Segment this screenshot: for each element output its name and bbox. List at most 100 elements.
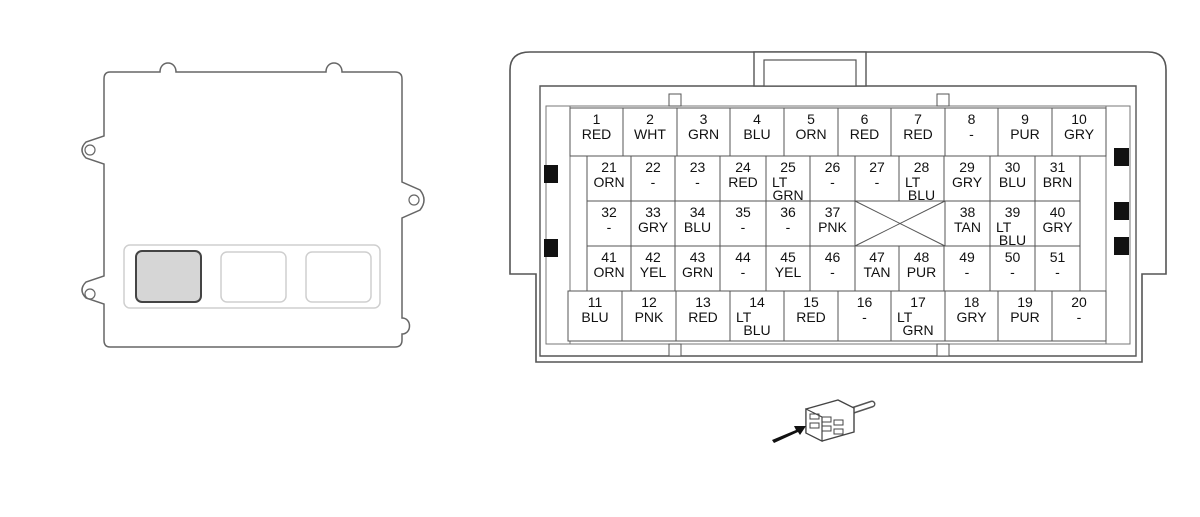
- pin-number: 42: [645, 249, 661, 265]
- connector-shell-outline: [509, 51, 1167, 363]
- pin-number: 41: [601, 249, 617, 265]
- pin-number: 12: [641, 294, 657, 310]
- connector-guide-tab: [668, 343, 682, 357]
- pin-wire-color: RED: [796, 309, 826, 325]
- pin-wire-color: BLU: [908, 187, 935, 203]
- connector-view-icon: [772, 399, 876, 443]
- pin-wire-color: GRN: [688, 126, 719, 142]
- pin-cell: 23-: [674, 155, 721, 202]
- pin-wire-color: -: [786, 219, 791, 235]
- pin-cell: 51-: [1034, 245, 1081, 292]
- ecu-connector-a-highlighted[interactable]: [135, 250, 202, 303]
- pin-cell-border: [837, 290, 892, 342]
- pin-cell-border: [1034, 200, 1081, 247]
- pin-cell-border: [783, 290, 839, 342]
- pin-cell: 35-: [719, 200, 767, 247]
- plug-cavity: [833, 419, 844, 426]
- pin-wire-color: GRY: [1042, 219, 1073, 235]
- pin-cell-border: [630, 200, 676, 247]
- pin-cell-border: [890, 290, 946, 342]
- pin-wire-color: PNK: [818, 219, 847, 235]
- pin-wire-color: GRY: [952, 174, 983, 190]
- pin-number: 32: [601, 204, 617, 220]
- pin-cell-border: [586, 155, 632, 202]
- pin-number: 3: [700, 111, 708, 127]
- pin-number: 29: [959, 159, 975, 175]
- pin-wire-color: GRY: [1064, 126, 1095, 142]
- pin-number: 28: [914, 159, 930, 175]
- pin-wire-color: -: [741, 219, 746, 235]
- pin-number: 7: [914, 111, 922, 127]
- pin-number: 15: [803, 294, 819, 310]
- pin-wire-color: -: [965, 264, 970, 280]
- pin-number: 17: [910, 294, 926, 310]
- ecu-connector-c[interactable]: [305, 251, 372, 303]
- pin-cell-border: [674, 155, 721, 202]
- pin-number: 24: [735, 159, 751, 175]
- pin-wire-color: GRN: [902, 322, 933, 338]
- pin-wire-color: ORN: [795, 126, 826, 142]
- pin-wire-color: LT: [736, 309, 752, 325]
- pin-number: 20: [1071, 294, 1087, 310]
- pin-wire-color: LT: [996, 219, 1012, 235]
- pin-wire-color: BLU: [581, 309, 608, 325]
- connector-latch: [544, 165, 558, 183]
- blocked-cross-line: [854, 200, 946, 247]
- pin-number: 40: [1050, 204, 1066, 220]
- pin-cell: 32-: [586, 200, 632, 247]
- pin-cell-border: [1051, 290, 1107, 342]
- pin-wire-color: BLU: [999, 232, 1026, 248]
- pin-number: 43: [690, 249, 706, 265]
- ecu-module: [81, 62, 425, 348]
- pin-number: 47: [869, 249, 885, 265]
- pin-number: 1: [593, 111, 601, 127]
- pin-number: 2: [646, 111, 654, 127]
- pin-number: 11: [588, 294, 603, 310]
- pin-number: 30: [1005, 159, 1021, 175]
- pin-cell-border: [1051, 107, 1107, 157]
- pin-cell: 16-: [837, 290, 892, 342]
- pin-number: 37: [825, 204, 841, 220]
- pin-cell-border: [997, 107, 1053, 157]
- pin-number: 16: [857, 294, 873, 310]
- pin-cell-border: [944, 107, 999, 157]
- connector-top-key-inner: [763, 59, 857, 87]
- pin-number: 26: [825, 159, 841, 175]
- ecu-connector-b[interactable]: [220, 251, 287, 303]
- ecu-mount-hole: [84, 144, 96, 156]
- pin-wire-color: -: [607, 219, 612, 235]
- pin-wire-color: LT: [897, 309, 913, 325]
- pin-wire-color: -: [741, 264, 746, 280]
- pin-wire-color: ORN: [593, 264, 624, 280]
- pin-cell-border: [569, 107, 624, 157]
- pin-number: 38: [960, 204, 976, 220]
- blocked-cavity: [854, 200, 946, 247]
- pin-cell-border: [675, 290, 731, 342]
- pin-number: 50: [1005, 249, 1021, 265]
- pin-cell-border: [567, 290, 623, 342]
- pin-number: 48: [914, 249, 930, 265]
- pin-cell: 26-: [809, 155, 856, 202]
- pin-number: 10: [1071, 111, 1087, 127]
- pin-wire-color: TAN: [864, 264, 891, 280]
- pin-wire-color: -: [830, 174, 835, 190]
- connector-guide-tab: [668, 93, 682, 107]
- pin-cell: 8-: [944, 107, 999, 157]
